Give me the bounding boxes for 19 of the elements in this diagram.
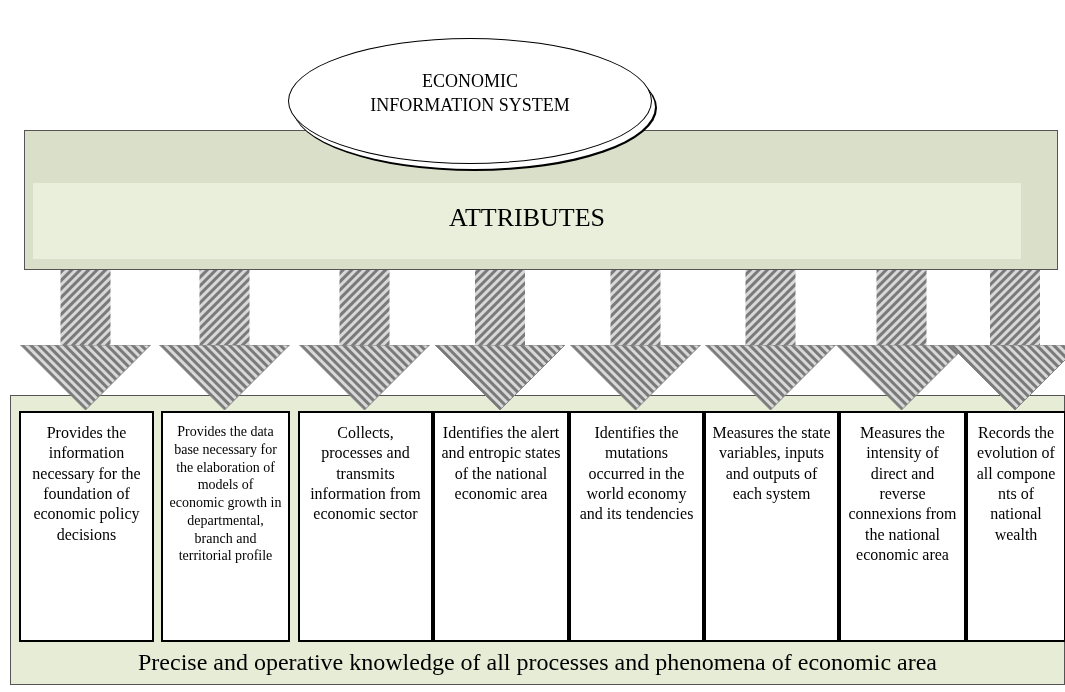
block-arrow [434,270,566,411]
text-box: Measures the intensity of direct and reverse connexions from the national economic area [839,411,966,642]
node-title: ECONOMIC INFORMATION SYSTEM [369,70,571,117]
block-arrow [570,270,701,411]
text-box: Provides the information necessary for the foundation of economic policy decisions [19,411,154,642]
panel-title: ATTRIBUTES [448,203,606,233]
text-box: Provides the data base necessary for the elaboration of models of economic growth in departmental, branch and territorial profile [161,411,290,642]
block-arrow [299,270,430,411]
block-arrow [159,270,290,411]
text-box: Identifies the alert and entropic states of the national economic area [433,411,569,642]
text-box: Identifies the mutations occurred in the world economy and its tendencies [569,411,704,642]
attributes-panel [24,130,1058,270]
text-box: Records the evolution of all compone nts of national wealth [966,411,1065,642]
text-box: Collects, processes and transmits information from economic sector [298,411,433,642]
base-panel [10,395,1065,685]
block-arrow [705,270,836,411]
panel-caption: Precise and operative knowledge of all processes and phenomena of economic area [137,649,938,676]
text-box: Measures the state variables, inputs and outputs of each system [704,411,839,642]
block-arrow [20,270,151,411]
